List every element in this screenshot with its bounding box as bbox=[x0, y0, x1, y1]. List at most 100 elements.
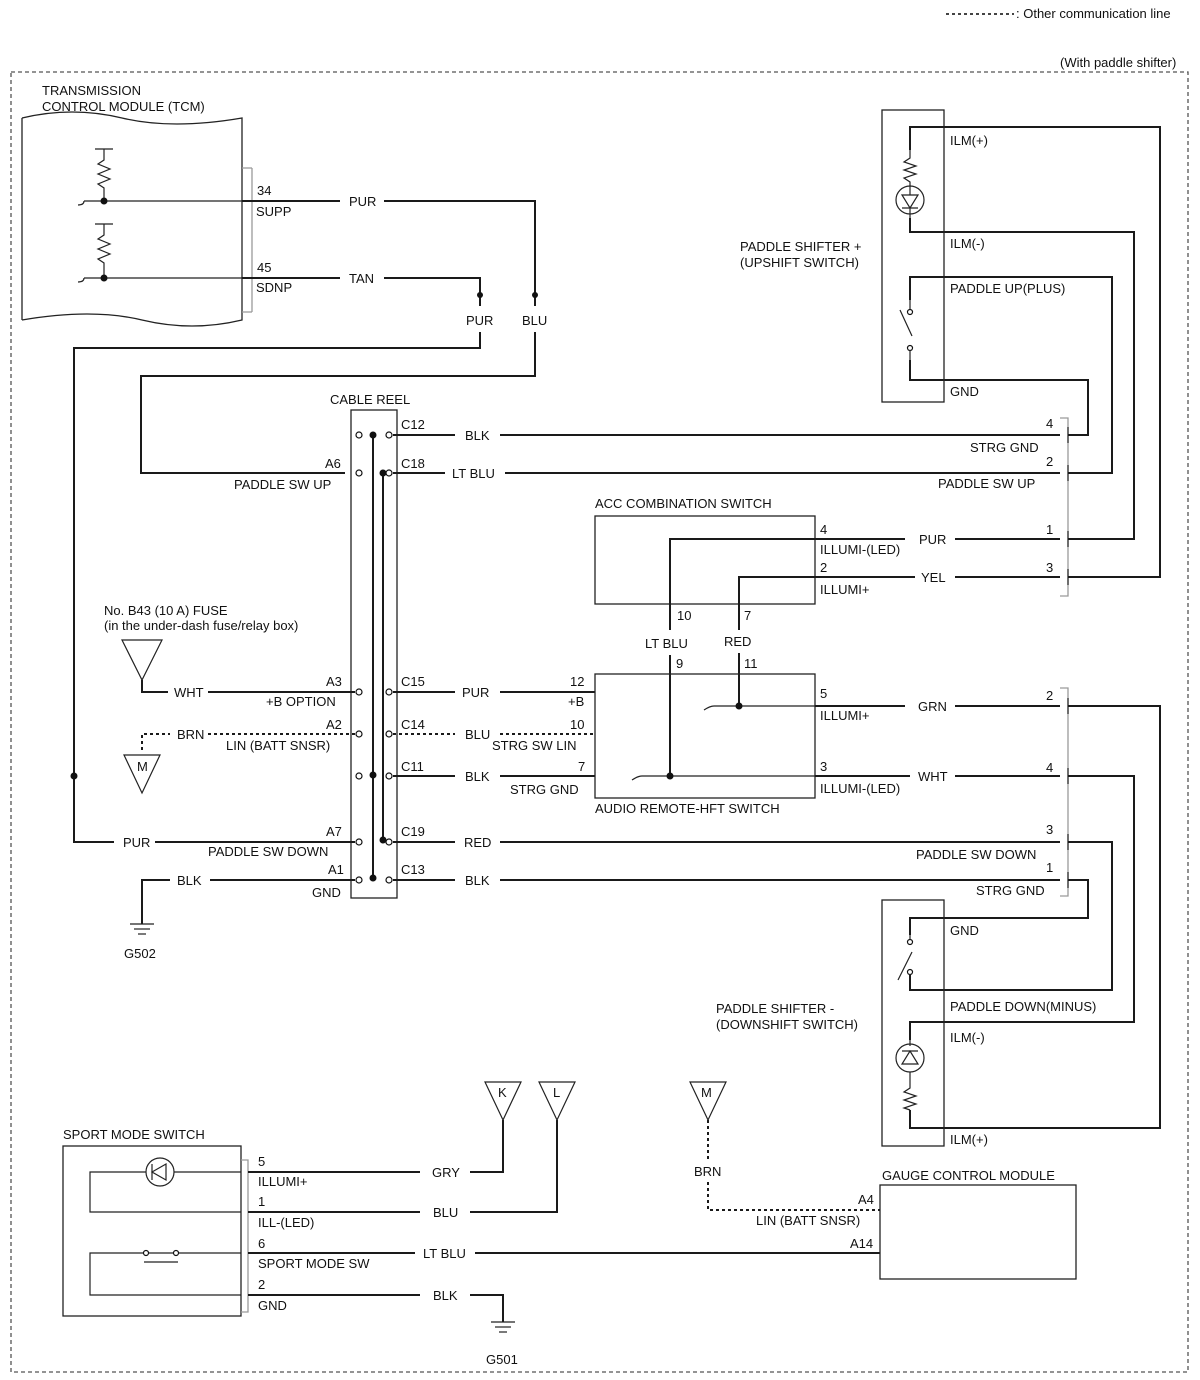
svg-text:PADDLE DOWN(MINUS): PADDLE DOWN(MINUS) bbox=[950, 999, 1096, 1014]
svg-text:2: 2 bbox=[1046, 688, 1053, 703]
right-connector-bottom: 2 4 3 PADDLE SW DOWN 1 STRG GND bbox=[909, 687, 1161, 1129]
svg-text:BLK: BLK bbox=[177, 873, 202, 888]
svg-text:CONTROL MODULE (TCM): CONTROL MODULE (TCM) bbox=[42, 99, 205, 114]
svg-text:L: L bbox=[553, 1085, 560, 1100]
svg-text:PADDLE SW UP: PADDLE SW UP bbox=[234, 477, 331, 492]
svg-text:C11: C11 bbox=[401, 759, 424, 774]
svg-text:1: 1 bbox=[1046, 860, 1053, 875]
svg-text:34: 34 bbox=[257, 183, 271, 198]
svg-text:PADDLE SW UP: PADDLE SW UP bbox=[938, 476, 1035, 491]
svg-text:LT BLU: LT BLU bbox=[645, 636, 688, 651]
svg-text:SUPP: SUPP bbox=[256, 204, 291, 219]
svg-text:RED: RED bbox=[724, 634, 751, 649]
svg-text:SPORT MODE SWITCH: SPORT MODE SWITCH bbox=[63, 1127, 205, 1142]
svg-text:ILLUMI+: ILLUMI+ bbox=[820, 708, 870, 723]
svg-text:C19: C19 bbox=[401, 824, 425, 839]
svg-text:4: 4 bbox=[1046, 416, 1053, 431]
gauge-control-module: GAUGE CONTROL MODULE A4 LIN (BATT SNSR) … bbox=[689, 1081, 1077, 1280]
svg-text:7: 7 bbox=[744, 608, 751, 623]
svg-text:ILM(-): ILM(-) bbox=[950, 236, 985, 251]
svg-text:5: 5 bbox=[820, 686, 827, 701]
svg-text:PUR: PUR bbox=[462, 685, 489, 700]
svg-text:A1: A1 bbox=[328, 862, 344, 877]
svg-text:PADDLE SHIFTER -: PADDLE SHIFTER - bbox=[716, 1001, 834, 1016]
svg-text:1: 1 bbox=[1046, 522, 1053, 537]
svg-text:YEL: YEL bbox=[921, 570, 946, 585]
svg-text:C15: C15 bbox=[401, 674, 425, 689]
svg-text:WHT: WHT bbox=[174, 685, 204, 700]
acc-combination-switch: ACC COMBINATION SWITCH 4 ILLUMI-(LED) 2 … bbox=[594, 496, 1060, 776]
reel-right-wires: BLK LT BLU PUR BLU BLK RED BLK bbox=[393, 428, 1060, 888]
svg-text:A7: A7 bbox=[326, 824, 342, 839]
svg-text:A3: A3 bbox=[326, 674, 342, 689]
svg-text:2: 2 bbox=[1046, 454, 1053, 469]
outer-frame bbox=[10, 71, 1189, 1373]
variant-label: (With paddle shifter) bbox=[1060, 55, 1176, 70]
svg-text:(in the under-dash fuse/relay: (in the under-dash fuse/relay box) bbox=[104, 618, 298, 633]
svg-text:LT BLU: LT BLU bbox=[452, 466, 495, 481]
svg-text:STRG GND: STRG GND bbox=[976, 883, 1045, 898]
svg-text:C13: C13 bbox=[401, 862, 425, 877]
svg-text:3: 3 bbox=[1046, 822, 1053, 837]
svg-text:K: K bbox=[498, 1085, 507, 1100]
svg-text:3: 3 bbox=[1046, 560, 1053, 575]
svg-text:M: M bbox=[137, 759, 148, 774]
svg-text:PUR: PUR bbox=[919, 532, 946, 547]
fuse-label: No. B43 (10 A) FUSE bbox=[104, 603, 228, 618]
paddle-shifter-down: PADDLE SHIFTER - (DOWNSHIFT SWITCH) GND … bbox=[716, 899, 1096, 1147]
svg-text:M: M bbox=[701, 1085, 712, 1100]
svg-text:TRANSMISSION: TRANSMISSION bbox=[42, 83, 141, 98]
svg-text:BLK: BLK bbox=[465, 769, 490, 784]
svg-text:4: 4 bbox=[820, 522, 827, 537]
sport-mode-switch: SPORT MODE SWITCH 5 ILLUMI+ 1 ILL-(LED) … bbox=[62, 1081, 880, 1367]
legend-text: : Other communication line bbox=[1016, 6, 1171, 21]
svg-text:BRN: BRN bbox=[694, 1164, 721, 1179]
svg-text:GRY: GRY bbox=[432, 1165, 460, 1180]
audio-remote-hft-switch: AUDIO REMOTE-HFT SWITCH 12 +B 10 STRG SW… bbox=[492, 656, 1060, 816]
svg-text:A14: A14 bbox=[850, 1236, 873, 1251]
svg-text:10: 10 bbox=[677, 608, 691, 623]
svg-text:BLU: BLU bbox=[465, 727, 490, 742]
svg-text:C12: C12 bbox=[401, 417, 425, 432]
svg-text:PADDLE SHIFTER +: PADDLE SHIFTER + bbox=[740, 239, 861, 254]
svg-text:BLU: BLU bbox=[522, 313, 547, 328]
right-connector-top: 4 STRG GND 2 PADDLE SW UP 1 3 bbox=[909, 126, 1161, 597]
svg-text:45: 45 bbox=[257, 260, 271, 275]
svg-text:GAUGE CONTROL MODULE: GAUGE CONTROL MODULE bbox=[882, 1168, 1055, 1183]
svg-text:LT BLU: LT BLU bbox=[423, 1246, 466, 1261]
svg-text:6: 6 bbox=[258, 1236, 265, 1251]
svg-text:2: 2 bbox=[820, 560, 827, 575]
svg-text:+B: +B bbox=[568, 694, 584, 709]
svg-text:BRN: BRN bbox=[177, 727, 204, 742]
svg-text:GND: GND bbox=[950, 923, 979, 938]
ground-g502: G502 bbox=[124, 946, 156, 961]
svg-text:A6: A6 bbox=[325, 456, 341, 471]
svg-text:BLK: BLK bbox=[465, 428, 490, 443]
paddle-shifter-up: PADDLE SHIFTER + (UPSHIFT SWITCH) ILM(+)… bbox=[740, 109, 1065, 403]
svg-text:4: 4 bbox=[1046, 760, 1053, 775]
svg-text:PADDLE SW DOWN: PADDLE SW DOWN bbox=[208, 844, 328, 859]
svg-text:10: 10 bbox=[570, 717, 584, 732]
svg-text:3: 3 bbox=[820, 759, 827, 774]
svg-text:GRN: GRN bbox=[918, 699, 947, 714]
svg-text:ILM(+): ILM(+) bbox=[950, 133, 988, 148]
svg-text:(DOWNSHIFT SWITCH): (DOWNSHIFT SWITCH) bbox=[716, 1017, 858, 1032]
svg-text:ILM(-): ILM(-) bbox=[950, 1030, 985, 1045]
ground-g501: G501 bbox=[486, 1352, 518, 1367]
reel-left-wires: WHT BRN PUR BLK No. B43 (10 A) FUSE (in … bbox=[104, 603, 355, 961]
svg-text:GND: GND bbox=[950, 384, 979, 399]
svg-text:PUR: PUR bbox=[349, 194, 376, 209]
svg-text:A2: A2 bbox=[326, 717, 342, 732]
svg-text:GND: GND bbox=[312, 885, 341, 900]
svg-text:STRG SW LIN: STRG SW LIN bbox=[492, 738, 577, 753]
svg-text:ILLUMI-(LED): ILLUMI-(LED) bbox=[820, 542, 900, 557]
svg-text:GND: GND bbox=[258, 1298, 287, 1313]
svg-text:+B OPTION: +B OPTION bbox=[266, 694, 336, 709]
svg-text:A4: A4 bbox=[858, 1192, 874, 1207]
svg-text:7: 7 bbox=[578, 759, 585, 774]
svg-text:RED: RED bbox=[464, 835, 491, 850]
tcm-module: TRANSMISSION CONTROL MODULE (TCM) 34 SUP… bbox=[21, 83, 292, 327]
svg-text:C14: C14 bbox=[401, 717, 425, 732]
svg-text:9: 9 bbox=[676, 656, 683, 671]
